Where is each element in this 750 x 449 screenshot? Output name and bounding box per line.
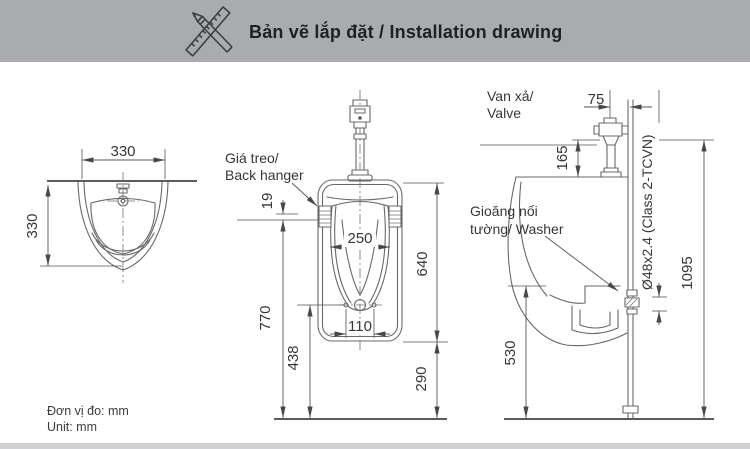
side-view: 75 165 Van xả/ Valve Gio xyxy=(470,88,714,420)
label-back-hanger-vi: Giá treo/ xyxy=(225,150,279,166)
front-view: 19 770 438 250 110 640 290 Giá treo/ Bac… xyxy=(225,90,448,420)
dim-bolt-spacing: 110 xyxy=(348,318,372,335)
dim-hanger-offset: 19 xyxy=(259,193,276,210)
dim-body-height: 640 xyxy=(414,251,431,276)
header-band: Bản vẽ lắp đặt / Installation drawing xyxy=(0,0,750,62)
unit-note: Đơn vị đo: mm Unit: mm xyxy=(47,403,129,435)
dim-supply-height: 1095 xyxy=(679,256,696,289)
unit-note-vi: Đơn vị đo: mm xyxy=(47,404,129,418)
pencil-ruler-icon xyxy=(185,6,233,57)
dim-pipe-spec: Ø48x2.4 (Class 2-TCVN) xyxy=(639,134,655,290)
page-title: Bản vẽ lắp đặt / Installation drawing xyxy=(249,22,563,42)
unit-note-en: Unit: mm xyxy=(47,420,97,434)
dim-top-depth: 330 xyxy=(24,213,41,238)
top-view: 330 330 xyxy=(24,143,197,283)
dim-outlet-height: 438 xyxy=(285,345,302,370)
dim-hanger-height: 770 xyxy=(257,305,274,330)
label-valve-vi: Van xả/ xyxy=(487,88,534,104)
dim-rim-height: 530 xyxy=(502,340,519,365)
label-back-hanger-en: Back hanger xyxy=(225,167,304,183)
bottom-strip xyxy=(0,443,750,449)
label-washer-vi: Gioăng nối xyxy=(470,203,538,219)
dim-valve-height: 165 xyxy=(554,145,571,170)
dim-rim-width: 250 xyxy=(347,230,372,247)
dim-bottom-clearance: 290 xyxy=(413,366,430,391)
dim-top-width: 330 xyxy=(110,143,135,160)
label-valve-en: Valve xyxy=(487,105,521,121)
dim-valve-wall: 75 xyxy=(588,91,605,108)
label-washer-en: tường/ Washer xyxy=(470,221,564,237)
